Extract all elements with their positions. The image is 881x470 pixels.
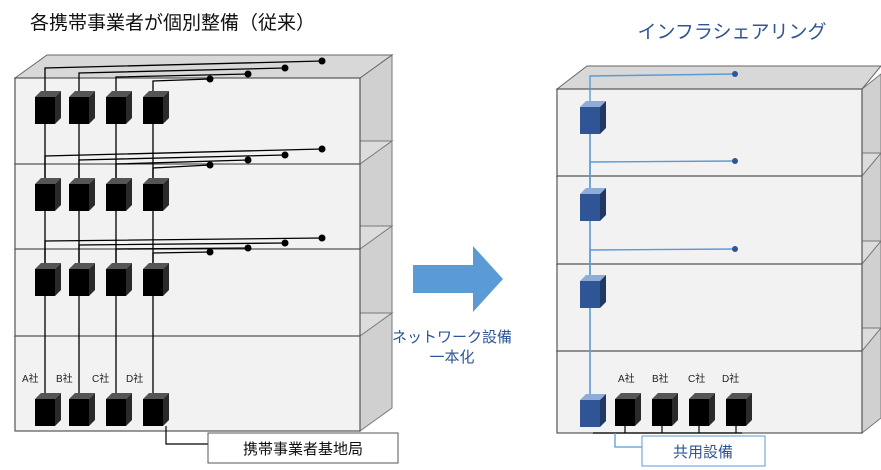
- left-carrier-label-c: C社: [92, 372, 109, 385]
- shared-unit-base: [580, 394, 606, 427]
- transition-arrow: [413, 246, 503, 312]
- shared-unit-floor3: [580, 275, 606, 308]
- carrier-c-floor3-unit: [106, 263, 132, 296]
- left-cable-end-dots: [206, 57, 326, 256]
- shared-unit-floor2: [580, 188, 606, 221]
- carrier-c-floor2-unit: [106, 178, 132, 211]
- carrier-a-floor1-unit: [35, 91, 61, 124]
- right-callout-text: 共用設備: [673, 443, 733, 461]
- carrier-b-floor3-unit: [69, 263, 95, 296]
- right-carrier-label-c: C社: [688, 372, 705, 385]
- carrier-c-base-station: [106, 393, 132, 426]
- right-base-connectors: [593, 426, 742, 434]
- arrow-label-line2: 一本化: [429, 348, 474, 366]
- carrier-c-floor1-unit: [106, 91, 132, 124]
- right-carrier-label-a: A社: [618, 372, 635, 385]
- arrow-label-line1: ネットワーク設備: [392, 328, 512, 346]
- left-title: 各携帯事業者が個別整備（従来）: [30, 12, 315, 34]
- left-callout-leader: [165, 426, 208, 445]
- right-callout-box: [641, 435, 766, 467]
- right-carrier-b-base-station: [652, 393, 678, 426]
- carrier-a-floor2-unit: [35, 178, 61, 211]
- carrier-b-base-station: [69, 393, 95, 426]
- right-cable-routes: [589, 73, 736, 278]
- right-carrier-c-base-station: [689, 393, 715, 426]
- left-callout-box: [207, 432, 399, 464]
- right-cable-end-dots: [732, 71, 738, 252]
- right-callout-leader: [614, 433, 642, 448]
- carrier-b-floor1-unit: [69, 91, 95, 124]
- right-carrier-label-d: D社: [722, 372, 739, 385]
- carrier-b-floor2-unit: [69, 178, 95, 211]
- right-title: インフラシェアリング: [637, 21, 826, 43]
- left-carrier-label-d: D社: [126, 372, 143, 385]
- right-building: [555, 65, 881, 435]
- carrier-d-floor2-unit: [143, 178, 169, 211]
- carrier-d-floor3-unit: [143, 263, 169, 296]
- carrier-a-base-station: [35, 393, 61, 426]
- right-carrier-label-b: B社: [652, 372, 669, 385]
- right-carrier-d-base-station: [726, 393, 752, 426]
- carrier-a-floor3-unit: [35, 263, 61, 296]
- right-carrier-a-base-station: [615, 393, 641, 426]
- left-cable-routes: [44, 60, 323, 265]
- carrier-d-floor1-unit: [143, 91, 169, 124]
- left-callout-text: 携帯事業者基地局: [243, 440, 363, 458]
- left-carrier-label-a: A社: [22, 372, 39, 385]
- shared-unit-floor1: [580, 101, 606, 134]
- carrier-d-base-station: [143, 393, 169, 426]
- left-carrier-label-b: B社: [56, 372, 73, 385]
